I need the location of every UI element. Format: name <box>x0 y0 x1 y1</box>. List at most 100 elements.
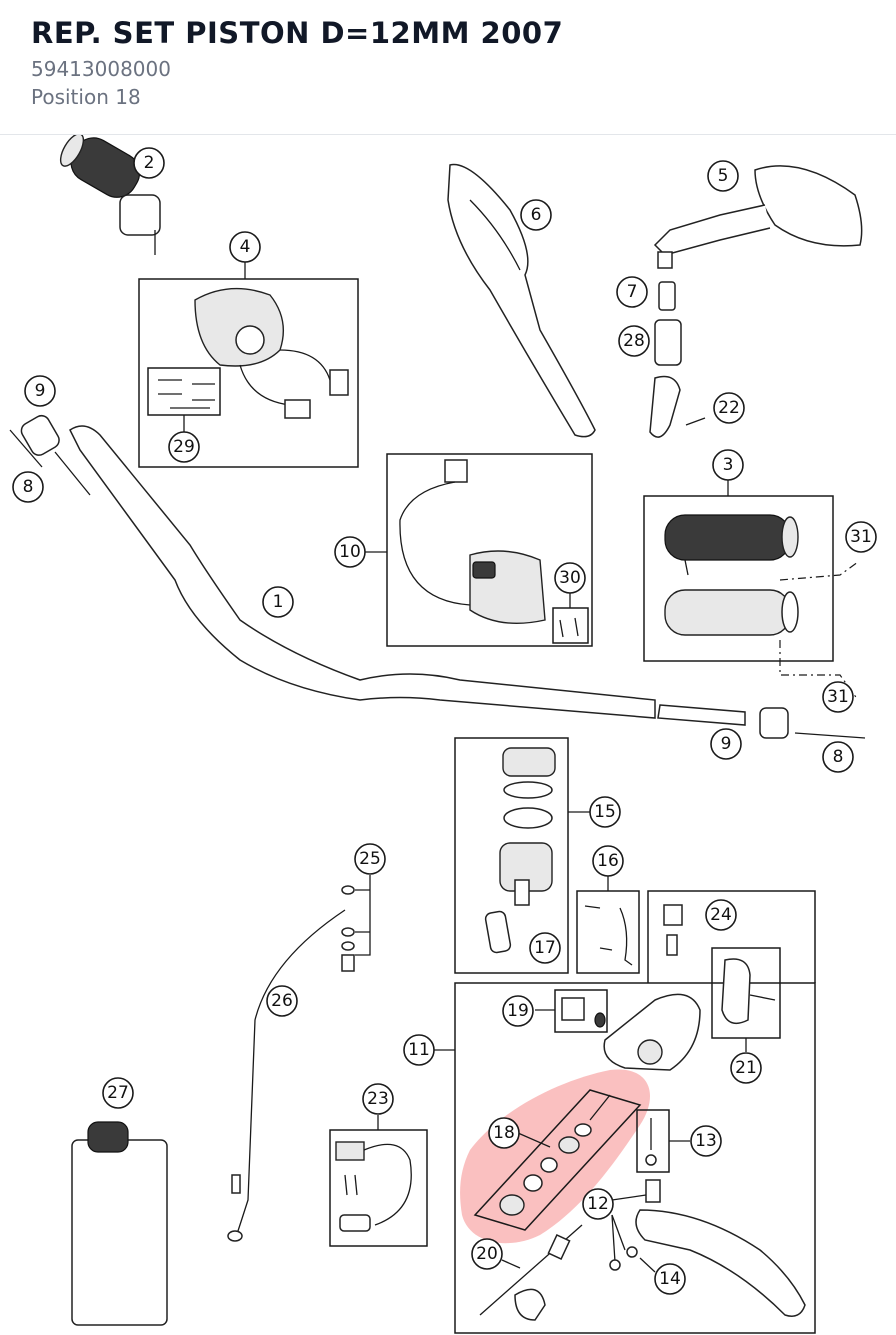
callout-16[interactable]: 16 <box>592 845 624 877</box>
svg-text:12: 12 <box>587 1194 609 1214</box>
svg-text:21: 21 <box>735 1058 757 1078</box>
frame-master-cylinder <box>454 982 816 1334</box>
svg-text:9: 9 <box>35 381 46 401</box>
callout-3[interactable]: 3 <box>712 449 744 481</box>
svg-text:19: 19 <box>507 1001 529 1021</box>
screw-19-part[interactable] <box>561 997 606 1028</box>
svg-text:31: 31 <box>827 687 849 707</box>
bracket-16-part[interactable] <box>584 905 633 966</box>
svg-text:14: 14 <box>659 1269 681 1289</box>
brake-lever-part[interactable] <box>635 1179 806 1317</box>
position-18-highlight <box>460 1069 650 1244</box>
screws-30-part[interactable] <box>559 617 579 638</box>
svg-text:26: 26 <box>271 991 293 1011</box>
svg-text:22: 22 <box>718 398 740 418</box>
brake-fluid-can-part[interactable] <box>71 1121 168 1326</box>
handguard-part[interactable] <box>447 163 596 438</box>
brake-switch-part[interactable] <box>335 1141 412 1232</box>
callout-9-right[interactable]: 9 <box>710 728 742 760</box>
screw-13-part[interactable] <box>645 1118 657 1166</box>
frame-screws-30 <box>552 607 589 644</box>
part-number: 59413008000 <box>31 57 171 81</box>
svg-text:25: 25 <box>359 849 381 869</box>
svg-text:29: 29 <box>173 437 195 457</box>
callout-2[interactable]: 2 <box>133 147 165 179</box>
callout-1[interactable]: 1 <box>262 586 294 618</box>
callout-12[interactable]: 12 <box>582 1188 614 1220</box>
callout-23[interactable]: 23 <box>362 1083 394 1115</box>
frame-screw-19 <box>554 989 608 1033</box>
svg-text:30: 30 <box>559 568 581 588</box>
callout-18[interactable]: 18 <box>488 1117 520 1149</box>
part-title: REP. SET PISTON D=12MM 2007 <box>31 16 564 50</box>
piston-set-18-part[interactable] <box>473 1089 642 1231</box>
bar-end-left-part[interactable] <box>9 413 91 496</box>
callout-31-bottom[interactable]: 31 <box>822 681 854 713</box>
callout-28[interactable]: 28 <box>618 325 650 357</box>
reservoir-part[interactable] <box>484 747 556 954</box>
callout-30[interactable]: 30 <box>554 562 586 594</box>
callout-13[interactable]: 13 <box>690 1125 722 1157</box>
page-header: REP. SET PISTON D=12MM 2007 59413008000 … <box>0 0 896 135</box>
svg-text:13: 13 <box>695 1131 717 1151</box>
callout-21[interactable]: 21 <box>730 1052 762 1084</box>
callout-6[interactable]: 6 <box>520 199 552 231</box>
callout-15[interactable]: 15 <box>589 796 621 828</box>
callout-9-left[interactable]: 9 <box>24 375 56 407</box>
callout-8-right[interactable]: 8 <box>822 741 854 773</box>
callout-7[interactable]: 7 <box>616 276 648 308</box>
frame-bracket-16 <box>576 890 640 974</box>
svg-text:20: 20 <box>476 1244 498 1264</box>
svg-text:2: 2 <box>144 153 155 173</box>
exploded-parts-diagram: 2 4 6 5 7 28 22 29 9 8 10 30 3 31 1 31 9… <box>9 135 877 1334</box>
callout-4[interactable]: 4 <box>229 231 261 263</box>
callout-26[interactable]: 26 <box>266 985 298 1017</box>
callout-25[interactable]: 25 <box>354 843 386 875</box>
svg-text:28: 28 <box>623 331 645 351</box>
callout-24[interactable]: 24 <box>705 899 737 931</box>
callout-5[interactable]: 5 <box>707 160 739 192</box>
callout-29[interactable]: 29 <box>168 431 200 463</box>
svg-text:7: 7 <box>627 282 638 302</box>
mirror-part[interactable] <box>653 165 863 269</box>
screws-29-part[interactable] <box>158 379 215 409</box>
frame-reservoir <box>454 737 569 974</box>
screw-14-part[interactable] <box>609 1246 638 1271</box>
svg-text:31: 31 <box>850 527 872 547</box>
grip-left-part[interactable] <box>56 135 161 255</box>
callout-14[interactable]: 14 <box>654 1263 686 1295</box>
svg-text:24: 24 <box>710 905 732 925</box>
svg-text:15: 15 <box>594 802 616 822</box>
adapter-28-part[interactable] <box>654 319 682 366</box>
frame-switch-right <box>386 453 593 647</box>
master-cylinder-body-part[interactable] <box>603 993 701 1071</box>
switch-right-part[interactable] <box>399 459 546 625</box>
callout-11[interactable]: 11 <box>403 1034 435 1066</box>
switch-left-part[interactable] <box>194 287 349 419</box>
clamp-21-part[interactable] <box>721 958 776 1025</box>
frame-grip-right <box>643 495 834 662</box>
callout-19[interactable]: 19 <box>502 995 534 1027</box>
svg-text:5: 5 <box>718 166 729 186</box>
pushrod-20-part[interactable] <box>479 1224 583 1321</box>
svg-text:11: 11 <box>408 1040 430 1060</box>
callout-31-top[interactable]: 31 <box>845 521 877 553</box>
bar-end-right-part[interactable] <box>657 704 866 739</box>
callout-8-left[interactable]: 8 <box>12 471 44 503</box>
svg-text:8: 8 <box>833 747 844 767</box>
svg-text:16: 16 <box>597 851 619 871</box>
bleeder-24-part[interactable] <box>663 904 683 956</box>
svg-text:27: 27 <box>107 1083 129 1103</box>
callout-27[interactable]: 27 <box>102 1077 134 1109</box>
callout-17[interactable]: 17 <box>529 932 561 964</box>
grip-right-part[interactable] <box>664 514 799 636</box>
svg-text:3: 3 <box>723 455 734 475</box>
callout-10[interactable]: 10 <box>334 536 366 568</box>
callout-22[interactable]: 22 <box>713 392 745 424</box>
clamp-22-part[interactable] <box>649 375 706 438</box>
banjo-bolt-25-part[interactable] <box>341 885 355 972</box>
handlebar-part[interactable] <box>69 425 656 719</box>
callout-20[interactable]: 20 <box>471 1238 503 1270</box>
adapter-7-part[interactable] <box>658 281 676 311</box>
brake-line-part[interactable] <box>227 909 346 1242</box>
